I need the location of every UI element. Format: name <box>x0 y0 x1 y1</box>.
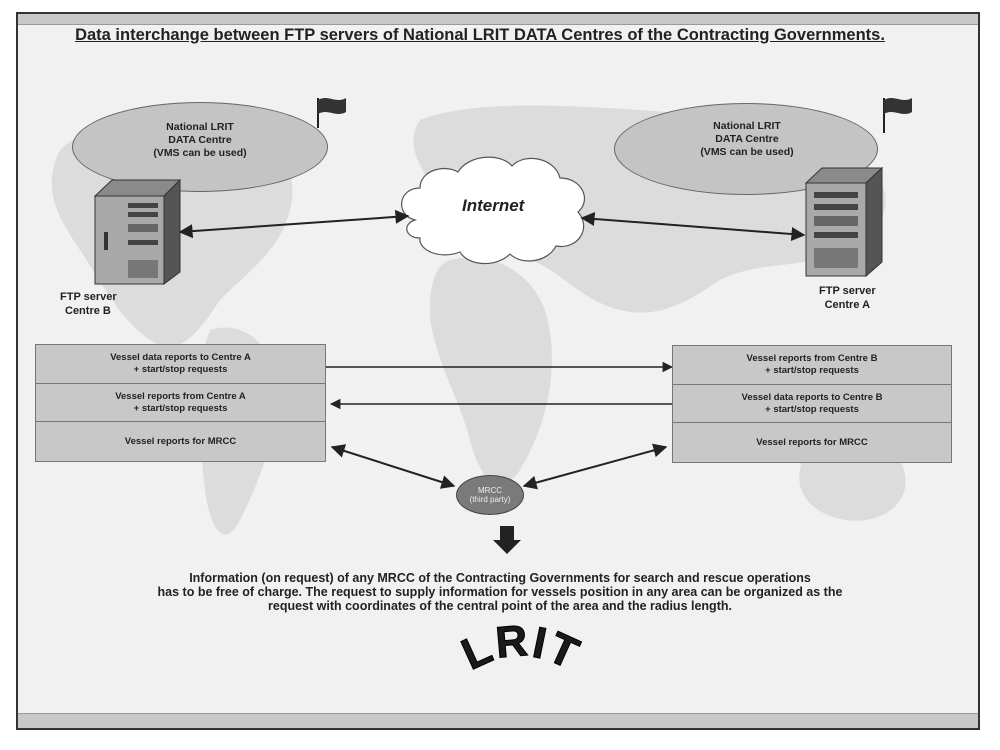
left-server-label-line-1: FTP server <box>60 291 117 303</box>
left-row-1-line-2: + start/stop requests <box>133 364 228 375</box>
left-row-1-line-1: Vessel data reports to Centre A <box>110 352 251 363</box>
lrit-logo-text: LRIT <box>454 615 586 679</box>
right-row-2-line-2: + start/stop requests <box>765 403 859 415</box>
right-row-2-line-1: Vessel data reports to Centre B <box>741 391 883 403</box>
right-row-1-line-1: Vessel reports from Centre B <box>746 353 878 364</box>
right-row-3-line-1: Vessel reports for MRCC <box>756 436 868 448</box>
right-table-row: Vessel reports for MRCC <box>673 422 951 462</box>
left-centre-line-2: DATA Centre <box>168 134 232 146</box>
internet-label: Internet <box>462 196 525 215</box>
left-ftp-server-icon <box>93 178 182 285</box>
right-server-label-line-1: FTP server <box>819 285 876 297</box>
left-centre-line-3: (VMS can be used) <box>153 147 247 159</box>
svg-text:LRIT: LRIT <box>455 616 588 679</box>
internet-cloud-icon <box>401 156 586 265</box>
left-row-3-line-1: Vessel reports for MRCC <box>124 435 237 447</box>
info-line-2: has to be free of charge. The request to… <box>157 585 843 599</box>
left-flag-icon <box>317 98 346 128</box>
left-message-table: Vessel data reports to Centre A + start/… <box>35 344 326 462</box>
down-arrow-icon <box>493 526 521 554</box>
left-server-label: FTP server Centre B <box>60 290 117 318</box>
left-mrcc-arrow <box>330 444 456 489</box>
left-centre-line-1: National LRIT <box>166 121 234 133</box>
right-message-table: Vessel reports from Centre B + start/sto… <box>672 345 952 463</box>
left-row-2-line-1: Vessel reports from Centre A <box>115 390 246 402</box>
mrcc-label: MRCC <box>478 486 502 495</box>
page-title: Data interchange between FTP servers of … <box>75 26 885 44</box>
bottom-bar <box>18 713 978 728</box>
right-server-internet-arrow <box>580 211 806 242</box>
right-table-row: Vessel data reports to Centre B + start/… <box>673 384 951 422</box>
left-server-label-line-2: Centre B <box>65 305 111 317</box>
right-centre-line-3: (VMS can be used) <box>700 146 794 158</box>
info-line-3: request with coordinates of the central … <box>268 599 732 613</box>
left-data-centre-ellipse <box>72 102 328 192</box>
left-data-centre-label: National LRIT DATA Centre (VMS can be us… <box>150 121 250 160</box>
info-paragraph: Information (on request) of any MRCC of … <box>40 571 960 613</box>
right-ftp-server-icon <box>804 166 884 278</box>
left-server-internet-arrow <box>178 209 410 239</box>
left-row-2-line-2: + start/stop requests <box>133 402 228 414</box>
info-line-1: Information (on request) of any MRCC of … <box>189 571 811 585</box>
left-table-row: Vessel reports from Centre A + start/sto… <box>36 383 325 421</box>
right-row-1-line-2: + start/stop requests <box>765 365 859 376</box>
right-mrcc-arrow <box>522 443 668 490</box>
mrcc-ellipse: MRCC (third party) <box>456 475 524 515</box>
left-table-row: Vessel reports for MRCC <box>36 421 325 461</box>
right-flag-icon <box>883 98 912 133</box>
right-data-centre-label: National LRIT DATA Centre (VMS can be us… <box>692 120 802 159</box>
right-centre-line-1: National LRIT <box>713 120 781 132</box>
right-server-label: FTP server Centre A <box>819 284 876 312</box>
right-centre-line-2: DATA Centre <box>715 133 779 145</box>
right-table-row: Vessel reports from Centre B + start/sto… <box>673 346 951 384</box>
mrcc-sublabel: (third party) <box>469 495 511 504</box>
top-bar <box>18 14 978 25</box>
left-table-row: Vessel data reports to Centre A + start/… <box>36 345 325 383</box>
right-server-label-line-2: Centre A <box>824 299 871 311</box>
